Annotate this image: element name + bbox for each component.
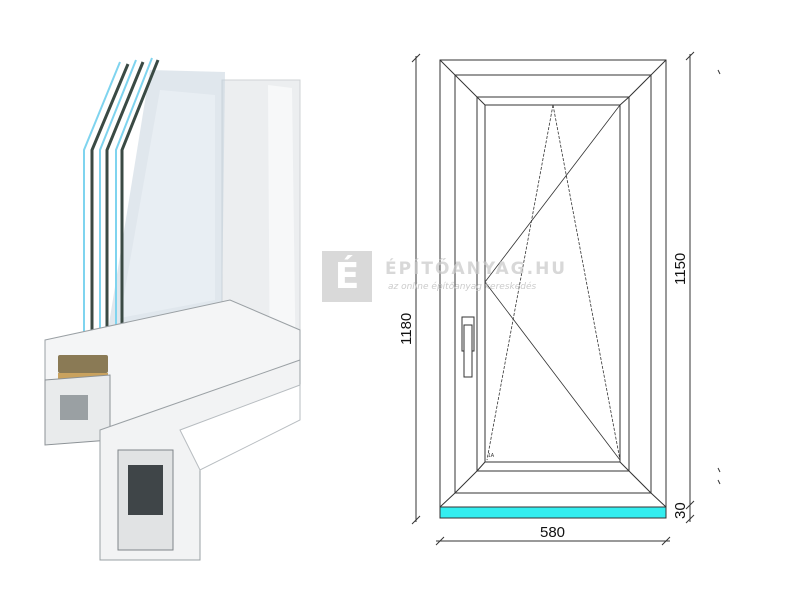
- watermark-title: ÉPÍTŐANYAG.HU: [385, 259, 568, 279]
- turn-opening-lines: [484, 104, 621, 461]
- sill-profile: [439, 506, 667, 519]
- tilt-opening-lines: [486, 104, 621, 461]
- window-profile-render: [44, 57, 301, 561]
- glass-pane: [484, 104, 621, 463]
- sill-height-label: 30: [672, 502, 689, 519]
- opening-label: 1A: [488, 453, 495, 459]
- inner-frame: [454, 74, 652, 494]
- frame-height-label: 1150: [672, 253, 689, 285]
- watermark-tagline: az online építőanyag kereskedés: [388, 282, 537, 292]
- overall-height-label: 1180: [398, 313, 415, 345]
- dimension-lines: [411, 51, 721, 546]
- sash-frame: [476, 96, 630, 472]
- watermark-logo: É: [322, 251, 372, 302]
- width-label: 580: [540, 524, 565, 541]
- window-elevation: [439, 59, 667, 519]
- handle-icon: [461, 316, 475, 378]
